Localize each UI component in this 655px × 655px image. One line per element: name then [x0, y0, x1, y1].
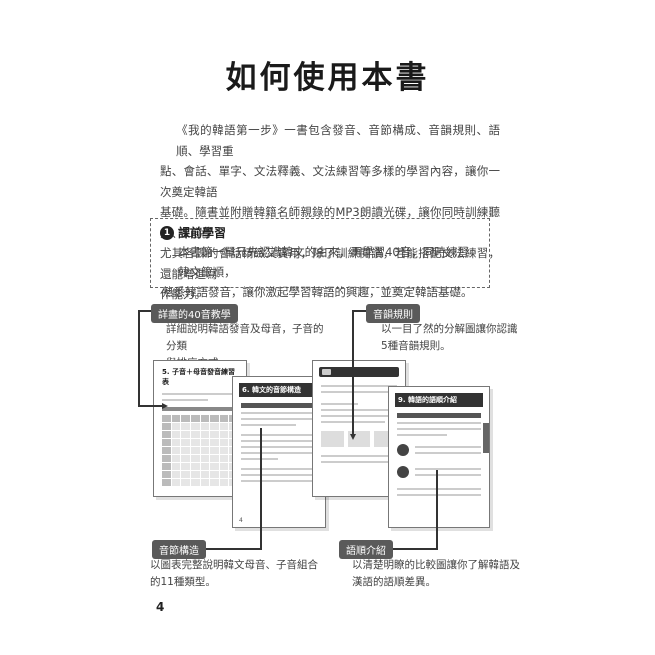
number-badge: 1 [160, 225, 174, 240]
callout-line: 以圖表完整說明韓文母音、子音組合 [150, 559, 318, 571]
callout-desc-syllable: 以圖表完整說明韓文母音、子音組合 的11種類型。 [150, 557, 350, 591]
practice-table [162, 415, 238, 486]
page-title: 如何使用本書 [225, 60, 430, 96]
intro-line: 基礎。隨書並附贈韓籍名師親錄的MP3朗讀光碟，讓你同時訓練聽力、口說。 [160, 205, 500, 240]
pre-study-line: 本書第一單元先認識韓文的由來，再學習40音，同時練習韓文筆順， [178, 245, 469, 279]
intro-line: 尤其各課的會話精緻又實用，除了訓練閱讀，若能搭配文法練習，還能增進寫 [160, 246, 500, 281]
pre-study-heading: 1 課前學習 [160, 224, 226, 241]
pre-study-box [150, 218, 490, 288]
page-number: 4 [156, 600, 165, 614]
callout-desc-word-order: 以清楚明瞭的比較圖讓你了解韓語及 漢語的語順差異。 [352, 557, 552, 591]
intro-line: 作能力。 [160, 287, 206, 301]
callout-label-rules: 音韻規則 [366, 304, 420, 323]
callout-label-40-sounds: 詳盡的40音教學 [151, 304, 238, 323]
intro-line: 點、會話、單字、文法釋義、文法練習等多樣的學習內容，讓你一次奠定韓語 [160, 164, 500, 199]
intro-line: 《我的韓語第一步》一書包含發音、音節構成、音韻規則、語順、學習重 [176, 123, 500, 158]
pre-study-line: 熟悉韓語發音，讓你激起學習韓語的興趣，並奠定韓語基礎。 [162, 285, 473, 299]
sample-page-title: 6. 韓文的音節構造 [239, 383, 319, 397]
callout-desc-rules: 以一目了然的分解圖讓你認識 5種音韻規則。 [381, 321, 521, 355]
page-tab [483, 423, 489, 453]
callout-line: 漢語的語順差異。 [352, 576, 436, 588]
callout-line: 詳細說明韓語發音及母音，子音的分類 [166, 323, 324, 352]
callout-label-word-order: 語順介紹 [339, 540, 393, 559]
pre-study-text: 本書第一單元先認識韓文的由來，再學習40音，同時練習韓文筆順， 熟悉韓語發音，讓… [162, 242, 480, 302]
sample-page-header [319, 367, 399, 377]
callout-line: 的11種類型。 [150, 576, 216, 588]
callout-line: 5種音韻規則。 [381, 340, 451, 352]
pre-study-title: 課前學習 [178, 226, 227, 240]
sample-page-title: 9. 韓語的語順介紹 [395, 393, 483, 407]
intro-paragraph: 《我的韓語第一步》一書包含發音、音節構成、音韻規則、語順、學習重 點、會話、單字… [160, 120, 500, 305]
callout-line: 以清楚明瞭的比較圖讓你了解韓語及 [352, 559, 520, 571]
callout-label-syllable: 音節構造 [152, 540, 206, 559]
sample-page-2: 6. 韓文的音節構造 4 [232, 376, 326, 528]
callout-line: 以一目了然的分解圖讓你認識 [381, 323, 518, 335]
sample-page-4: 9. 韓語的語順介紹 [388, 386, 490, 528]
sample-page-title: 5. 子音＋母音發音練習表 [162, 368, 235, 386]
